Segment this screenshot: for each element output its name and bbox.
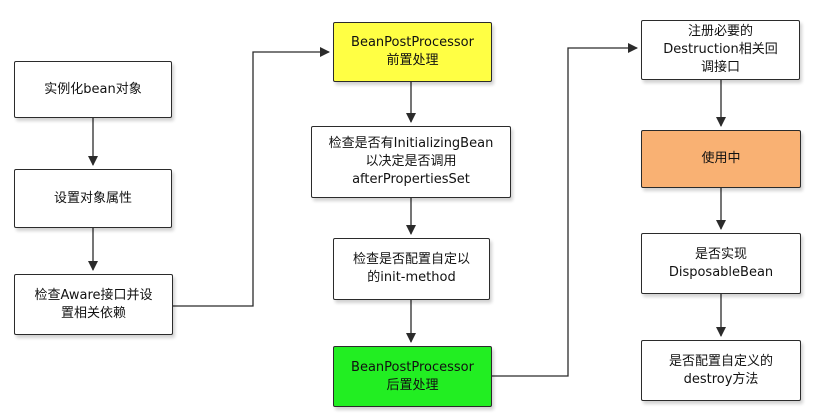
box-check-init-method: 检查是否配置自定以 的init-method [333,238,490,300]
arrow-check-aware-to-bpp-before [173,47,330,307]
box-bean-post-processor-after: BeanPostProcessor 后置处理 [333,346,492,407]
box-register-destruction-callbacks: 注册必要的 Destruction相关回 调接口 [641,20,800,80]
box-check-destroy-method: 是否配置自定义的 destroy方法 [641,340,801,401]
box-set-object-properties: 设置对象属性 [14,169,172,228]
box-bean-post-processor-before: BeanPostProcessor 前置处理 [333,22,492,82]
box-check-disposable-bean: 是否实现 DisposableBean [641,233,801,294]
box-check-aware-interfaces: 检查Aware接口并设 置相关依赖 [14,274,173,335]
arrow-bpp-after-to-register-destruction [492,43,638,377]
box-check-initializing-bean: 检查是否有InitializingBean 以决定是否调用 afterPrope… [311,126,511,198]
box-instantiate-bean: 实例化bean对象 [14,61,172,118]
box-in-use: 使用中 [641,130,801,188]
